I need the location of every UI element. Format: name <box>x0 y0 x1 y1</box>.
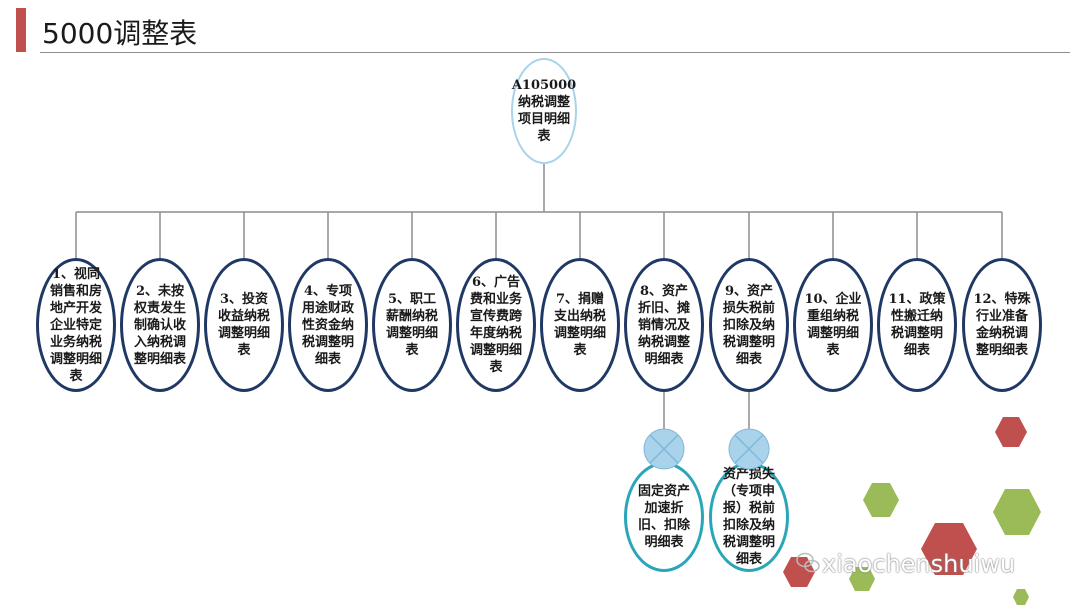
watermark-text: xiaochenshuiwu <box>822 550 1016 578</box>
child-label: 2、未按权责发生制确认收入纳税调整明细表 <box>133 283 186 367</box>
title-accent-bar <box>16 8 26 52</box>
decorative-hexagon <box>921 523 977 575</box>
child-label: 3、投资收益纳税调整明细表 <box>217 292 270 358</box>
sub-node-1[interactable]: 固定资产加速折旧、扣除明细表 <box>624 462 704 572</box>
child-label: 7、捐赠支出纳税调整明细表 <box>553 292 606 358</box>
child-node-7[interactable]: 7、捐赠支出纳税调整明细表 <box>540 258 620 392</box>
child-node-4[interactable]: 4、专项用途财政性资金纳税调整明细表 <box>288 258 368 392</box>
child-label: 10、企业重组纳税调整明细表 <box>804 292 862 358</box>
child-node-9[interactable]: 9、资产损失税前扣除及纳税调整明细表 <box>709 258 789 392</box>
child-node-1[interactable]: 1、视同销售和房地产开发企业特定业务纳税调整明细表 <box>36 258 116 392</box>
decorative-hexagon <box>993 489 1041 535</box>
child-label: 6、广告费和业务宣传费跨年度纳税调整明细表 <box>469 275 522 375</box>
child-label: 9、资产损失税前扣除及纳税调整明细表 <box>722 283 775 367</box>
page-title: 5000调整表 <box>42 17 198 50</box>
child-label: 11、政策性搬迁纳税调整明细表 <box>888 292 946 358</box>
child-node-12[interactable]: 12、特殊行业准备金纳税调整明细表 <box>962 258 1042 392</box>
child-label: 8、资产折旧、摊销情况及纳税调整明细表 <box>637 283 690 367</box>
child-node-8[interactable]: 8、资产折旧、摊销情况及纳税调整明细表 <box>624 258 704 392</box>
child-node-2[interactable]: 2、未按权责发生制确认收入纳税调整明细表 <box>120 258 200 392</box>
child-node-3[interactable]: 3、投资收益纳税调整明细表 <box>204 258 284 392</box>
child-node-11[interactable]: 11、政策性搬迁纳税调整明细表 <box>877 258 957 392</box>
child-node-6[interactable]: 6、广告费和业务宣传费跨年度纳税调整明细表 <box>456 258 536 392</box>
child-label: 12、特殊行业准备金纳税调整明细表 <box>973 292 1031 358</box>
root-node[interactable]: A105000纳税调整项目明细表 <box>511 58 577 164</box>
decorative-hexagon <box>995 417 1027 447</box>
decorative-hexagon <box>783 557 815 587</box>
decorative-hexagon <box>863 483 899 517</box>
child-node-10[interactable]: 10、企业重组纳税调整明细表 <box>793 258 873 392</box>
collapse-x-icon[interactable] <box>728 428 770 470</box>
title-divider <box>40 52 1070 53</box>
sub-label: 资产损失（专项申报）税前扣除及纳税调整明细表 <box>722 467 775 567</box>
collapse-x-icon[interactable] <box>643 428 685 470</box>
child-label: 4、专项用途财政性资金纳税调整明细表 <box>301 283 354 367</box>
root-label: A105000纳税调整项目明细表 <box>511 78 577 144</box>
child-label: 1、视同销售和房地产开发企业特定业务纳税调整明细表 <box>49 266 102 384</box>
decorative-hexagon <box>1013 589 1029 605</box>
sub-node-2[interactable]: 资产损失（专项申报）税前扣除及纳税调整明细表 <box>709 462 789 572</box>
child-label: 5、职工薪酬纳税调整明细表 <box>385 292 438 358</box>
child-node-5[interactable]: 5、职工薪酬纳税调整明细表 <box>372 258 452 392</box>
decorative-hexagon <box>849 567 875 591</box>
sub-label: 固定资产加速折旧、扣除明细表 <box>637 484 690 550</box>
wechat-icon <box>796 552 820 573</box>
